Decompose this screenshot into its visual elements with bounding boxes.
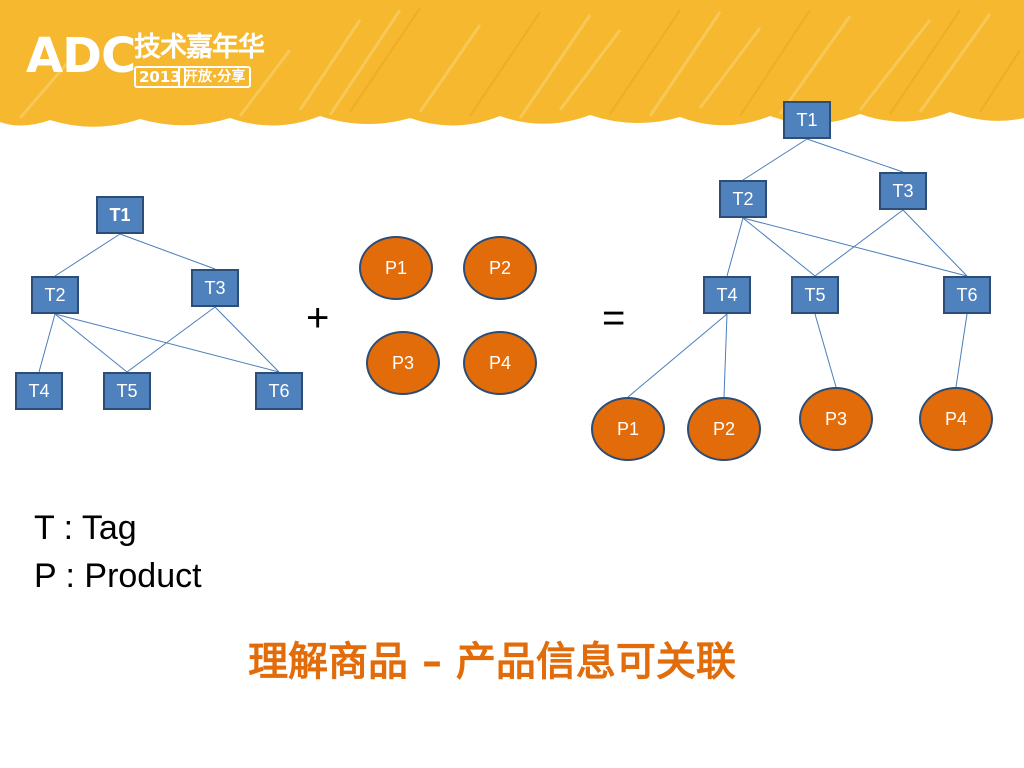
logo-slogan-badge: 开放·分享 [178, 66, 252, 88]
right-tag-node-t4: T4 [703, 276, 751, 314]
left-edge-t1-t2 [54, 233, 121, 277]
legend: T : Tag P : Product [34, 504, 202, 600]
left-tag-node-t2: T2 [31, 276, 79, 314]
left-edge-t2-t4 [38, 313, 56, 373]
logo: ADC 技术嘉年华 2013 开放·分享 [26, 30, 276, 92]
right-tag-node-t6: T6 [943, 276, 991, 314]
logo-sub-text: 技术嘉年华 [134, 32, 265, 63]
left-tag-node-t6: T6 [255, 372, 303, 410]
right-edge-t1-t2 [742, 138, 808, 181]
product-node-p2: P2 [463, 236, 537, 300]
plus-operator: + [306, 296, 330, 340]
right-product-node-p3: P3 [799, 387, 873, 451]
right-edge-t6-p4 [955, 313, 968, 388]
right-product-node-p4: P4 [919, 387, 993, 451]
legend-tag-line: T : Tag [34, 509, 137, 547]
right-tag-node-t2: T2 [719, 180, 767, 218]
equals-operator: = [602, 296, 626, 340]
right-edge-t4-p2 [723, 313, 728, 398]
left-edge-t3-t6 [214, 306, 280, 373]
right-tag-node-t3: T3 [879, 172, 927, 210]
product-node-p3: P3 [366, 331, 440, 395]
product-node-p1: P1 [359, 236, 433, 300]
left-edge-t2-t5 [54, 313, 128, 373]
legend-product-line: P : Product [34, 557, 202, 595]
right-edge-t1-t3 [806, 138, 904, 173]
left-tag-node-t3: T3 [191, 269, 239, 307]
right-edge-t2-t4 [726, 217, 744, 277]
right-edge-t3-t6 [902, 209, 968, 277]
left-tag-node-t5: T5 [103, 372, 151, 410]
left-edge-t3-t5 [126, 306, 216, 373]
right-tag-node-t1: T1 [783, 101, 831, 139]
right-edge-t4-p1 [627, 313, 728, 398]
right-tag-node-t5: T5 [791, 276, 839, 314]
right-edge-t2-t5 [742, 217, 816, 277]
right-edge-t2-t6 [742, 217, 968, 277]
logo-main-text: ADC [26, 28, 136, 84]
left-tag-node-t1: T1 [96, 196, 144, 234]
left-edge-t1-t3 [119, 233, 216, 270]
left-tag-node-t4: T4 [15, 372, 63, 410]
logo-year-badge: 2013 [134, 66, 186, 88]
right-product-node-p1: P1 [591, 397, 665, 461]
slide-title: 理解商品 – 产品信息可关联 [248, 639, 736, 685]
header-band [0, 0, 1024, 127]
right-edge-t3-t5 [814, 209, 904, 277]
right-edge-t5-p3 [814, 313, 837, 388]
product-node-p4: P4 [463, 331, 537, 395]
right-product-node-p2: P2 [687, 397, 761, 461]
